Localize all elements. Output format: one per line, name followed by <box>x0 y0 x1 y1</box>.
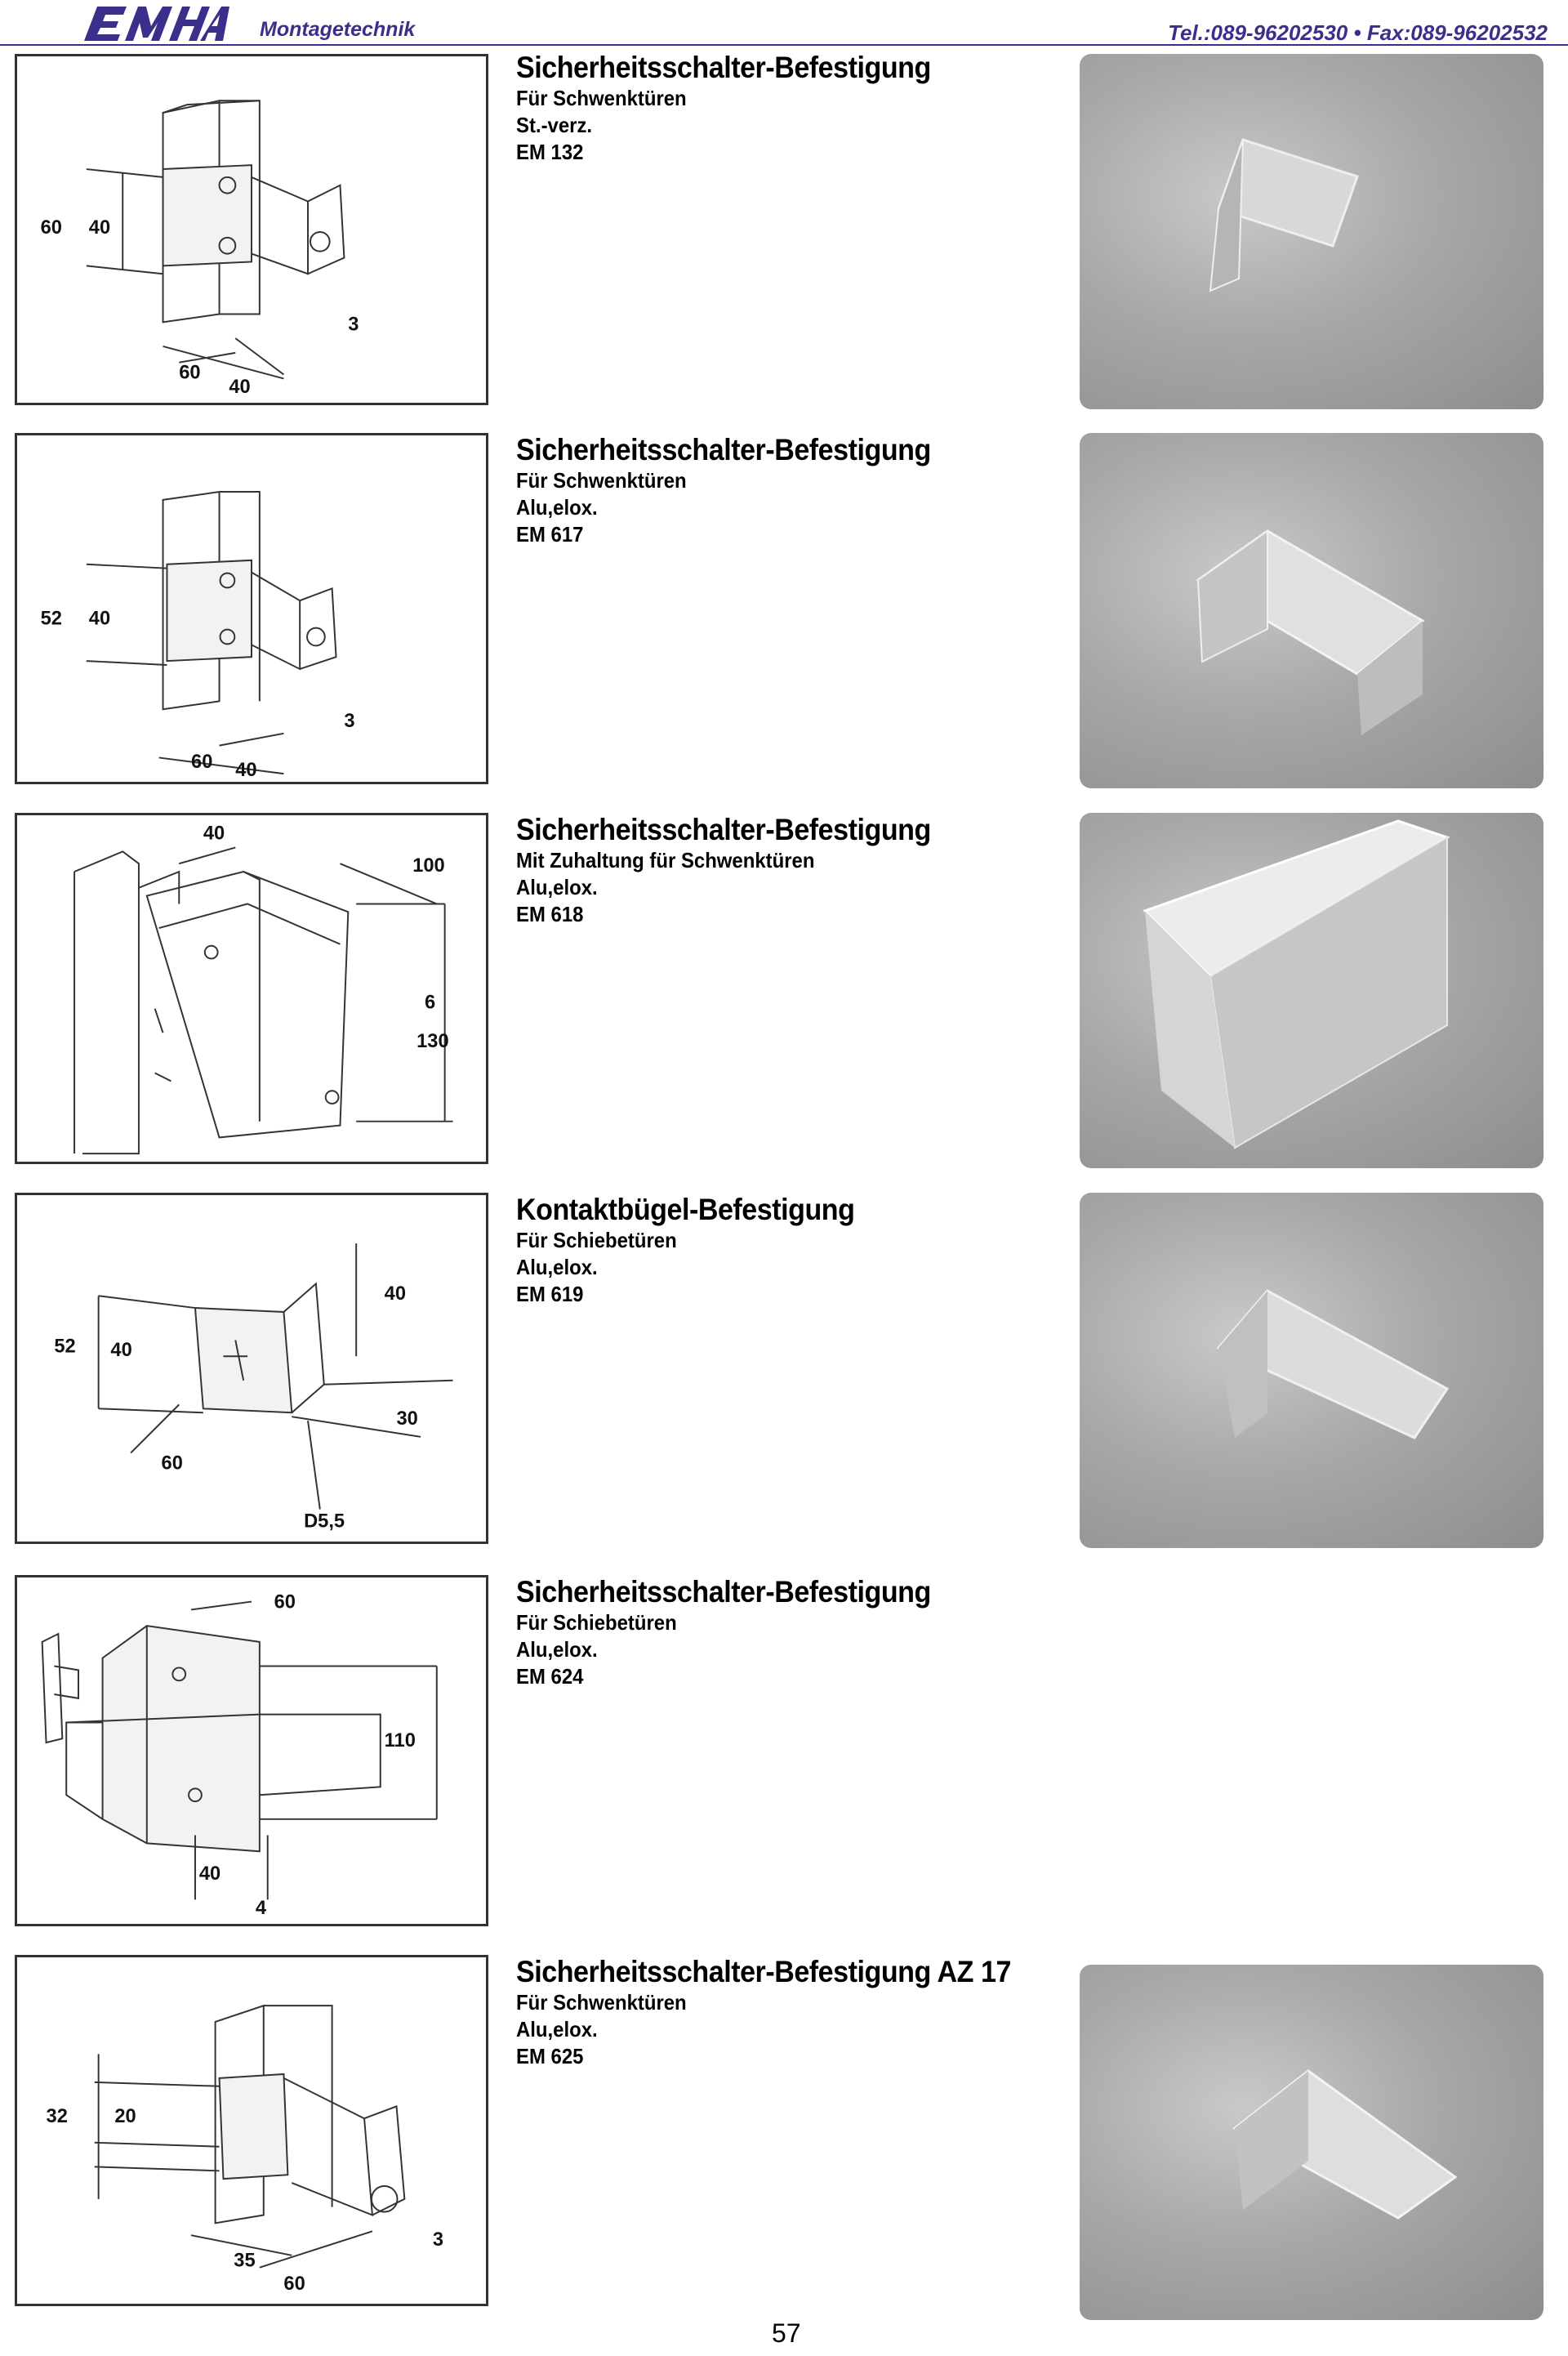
drawing-em618: 40 100 6 130 <box>15 813 488 1164</box>
dim-label: 52 <box>41 609 62 630</box>
dim-label: 60 <box>179 362 200 383</box>
product-line: Alu,elox. <box>516 1255 598 1279</box>
dim-label: 60 <box>283 2273 305 2295</box>
product-info-em624: Sicherheitsschalter-Befestigung Für Schi… <box>516 1575 967 1690</box>
product-line: St.-verz. <box>516 113 593 137</box>
dim-label: 40 <box>229 377 250 398</box>
dim-label: 60 <box>274 1591 296 1613</box>
product-photo-em617 <box>1080 433 1544 788</box>
dim-label: 40 <box>385 1283 406 1305</box>
drawing-em619: 40 52 40 30 60 D5,5 <box>15 1193 488 1544</box>
dim-label: 60 <box>162 1452 183 1474</box>
dim-label: 60 <box>41 217 62 239</box>
product-title: Sicherheitsschalter-Befestigung <box>516 813 931 846</box>
product-line: Für Schiebetüren <box>516 1610 677 1635</box>
product-line: EM 625 <box>516 2044 584 2068</box>
product-line: Für Schwenktüren <box>516 468 687 493</box>
product-line: Für Schwenktüren <box>516 86 687 110</box>
product-line: EM 619 <box>516 1282 584 1306</box>
dim-label: D5,5 <box>304 1510 345 1532</box>
product-line: Alu,elox. <box>516 2017 598 2041</box>
emha-logo <box>84 7 229 41</box>
dim-label: 40 <box>203 823 225 845</box>
dim-label: 100 <box>412 855 444 877</box>
dim-label: 40 <box>110 1340 131 1361</box>
dim-label: 110 <box>385 1730 416 1751</box>
product-line: EM 618 <box>516 902 584 926</box>
product-info-em617: Sicherheitsschalter-Befestigung Für Schw… <box>516 433 967 548</box>
product-photo-em132 <box>1080 54 1544 409</box>
product-photo-em625 <box>1080 1965 1544 2320</box>
page-number: 57 <box>772 2318 801 2348</box>
product-line: Alu,elox. <box>516 495 598 520</box>
contact-info: Tel.:089-96202530 • Fax:089-96202532 <box>1168 20 1548 45</box>
product-info-em132: Sicherheitsschalter-Befestigung Für Schw… <box>516 51 967 166</box>
product-line: Für Schwenktüren <box>516 1990 687 2015</box>
header-rule <box>0 44 1568 46</box>
product-line: Alu,elox. <box>516 1637 598 1662</box>
product-title: Sicherheitsschalter-Befestigung <box>516 1575 931 1609</box>
product-title: Kontaktbügel-Befestigung <box>516 1193 855 1226</box>
dim-label: 6 <box>425 993 435 1014</box>
dim-label: 130 <box>416 1031 448 1052</box>
dim-label: 60 <box>191 752 212 773</box>
product-line: Alu,elox. <box>516 875 598 899</box>
dim-label: 3 <box>433 2229 443 2251</box>
product-title: Sicherheitsschalter-Befestigung <box>516 433 931 466</box>
product-line: EM 617 <box>516 522 584 547</box>
product-line: EM 624 <box>516 1664 584 1689</box>
product-photo-em618 <box>1080 813 1544 1168</box>
dim-label: 40 <box>199 1863 220 1885</box>
dim-label: 4 <box>256 1898 267 1919</box>
product-info-em625: Sicherheitsschalter-Befestigung AZ 17 Fü… <box>516 1955 1054 2070</box>
dim-label: 32 <box>47 2106 68 2127</box>
product-line: Für Schiebetüren <box>516 1228 677 1252</box>
drawing-em617: 52 40 3 60 40 <box>15 433 488 784</box>
drawing-em132: 60 40 3 60 40 <box>15 54 488 405</box>
dim-label: 3 <box>344 711 354 732</box>
dim-label: 20 <box>114 2106 136 2127</box>
brand-name: Montagetechnik <box>260 18 416 41</box>
dim-label: 52 <box>54 1336 75 1357</box>
dim-label: 30 <box>396 1408 417 1430</box>
dim-label: 40 <box>89 217 110 239</box>
drawing-em624: 60 110 40 4 <box>15 1575 488 1926</box>
product-info-em619: Kontaktbügel-Befestigung Für Schiebetüre… <box>516 1193 884 1308</box>
product-info-em618: Sicherheitsschalter-Befestigung Mit Zuha… <box>516 813 967 928</box>
product-line: Mit Zuhaltung für Schwenktüren <box>516 848 815 872</box>
dim-label: 40 <box>235 760 256 781</box>
dim-label: 35 <box>234 2251 255 2272</box>
dim-label: 3 <box>348 314 359 335</box>
product-photo-em619 <box>1080 1193 1544 1548</box>
product-title: Sicherheitsschalter-Befestigung AZ 17 <box>516 1955 1011 1988</box>
product-title: Sicherheitsschalter-Befestigung <box>516 51 931 84</box>
drawing-em625: 32 20 3 35 60 <box>15 1955 488 2306</box>
dim-label: 40 <box>89 609 110 630</box>
product-line: EM 132 <box>516 140 584 164</box>
